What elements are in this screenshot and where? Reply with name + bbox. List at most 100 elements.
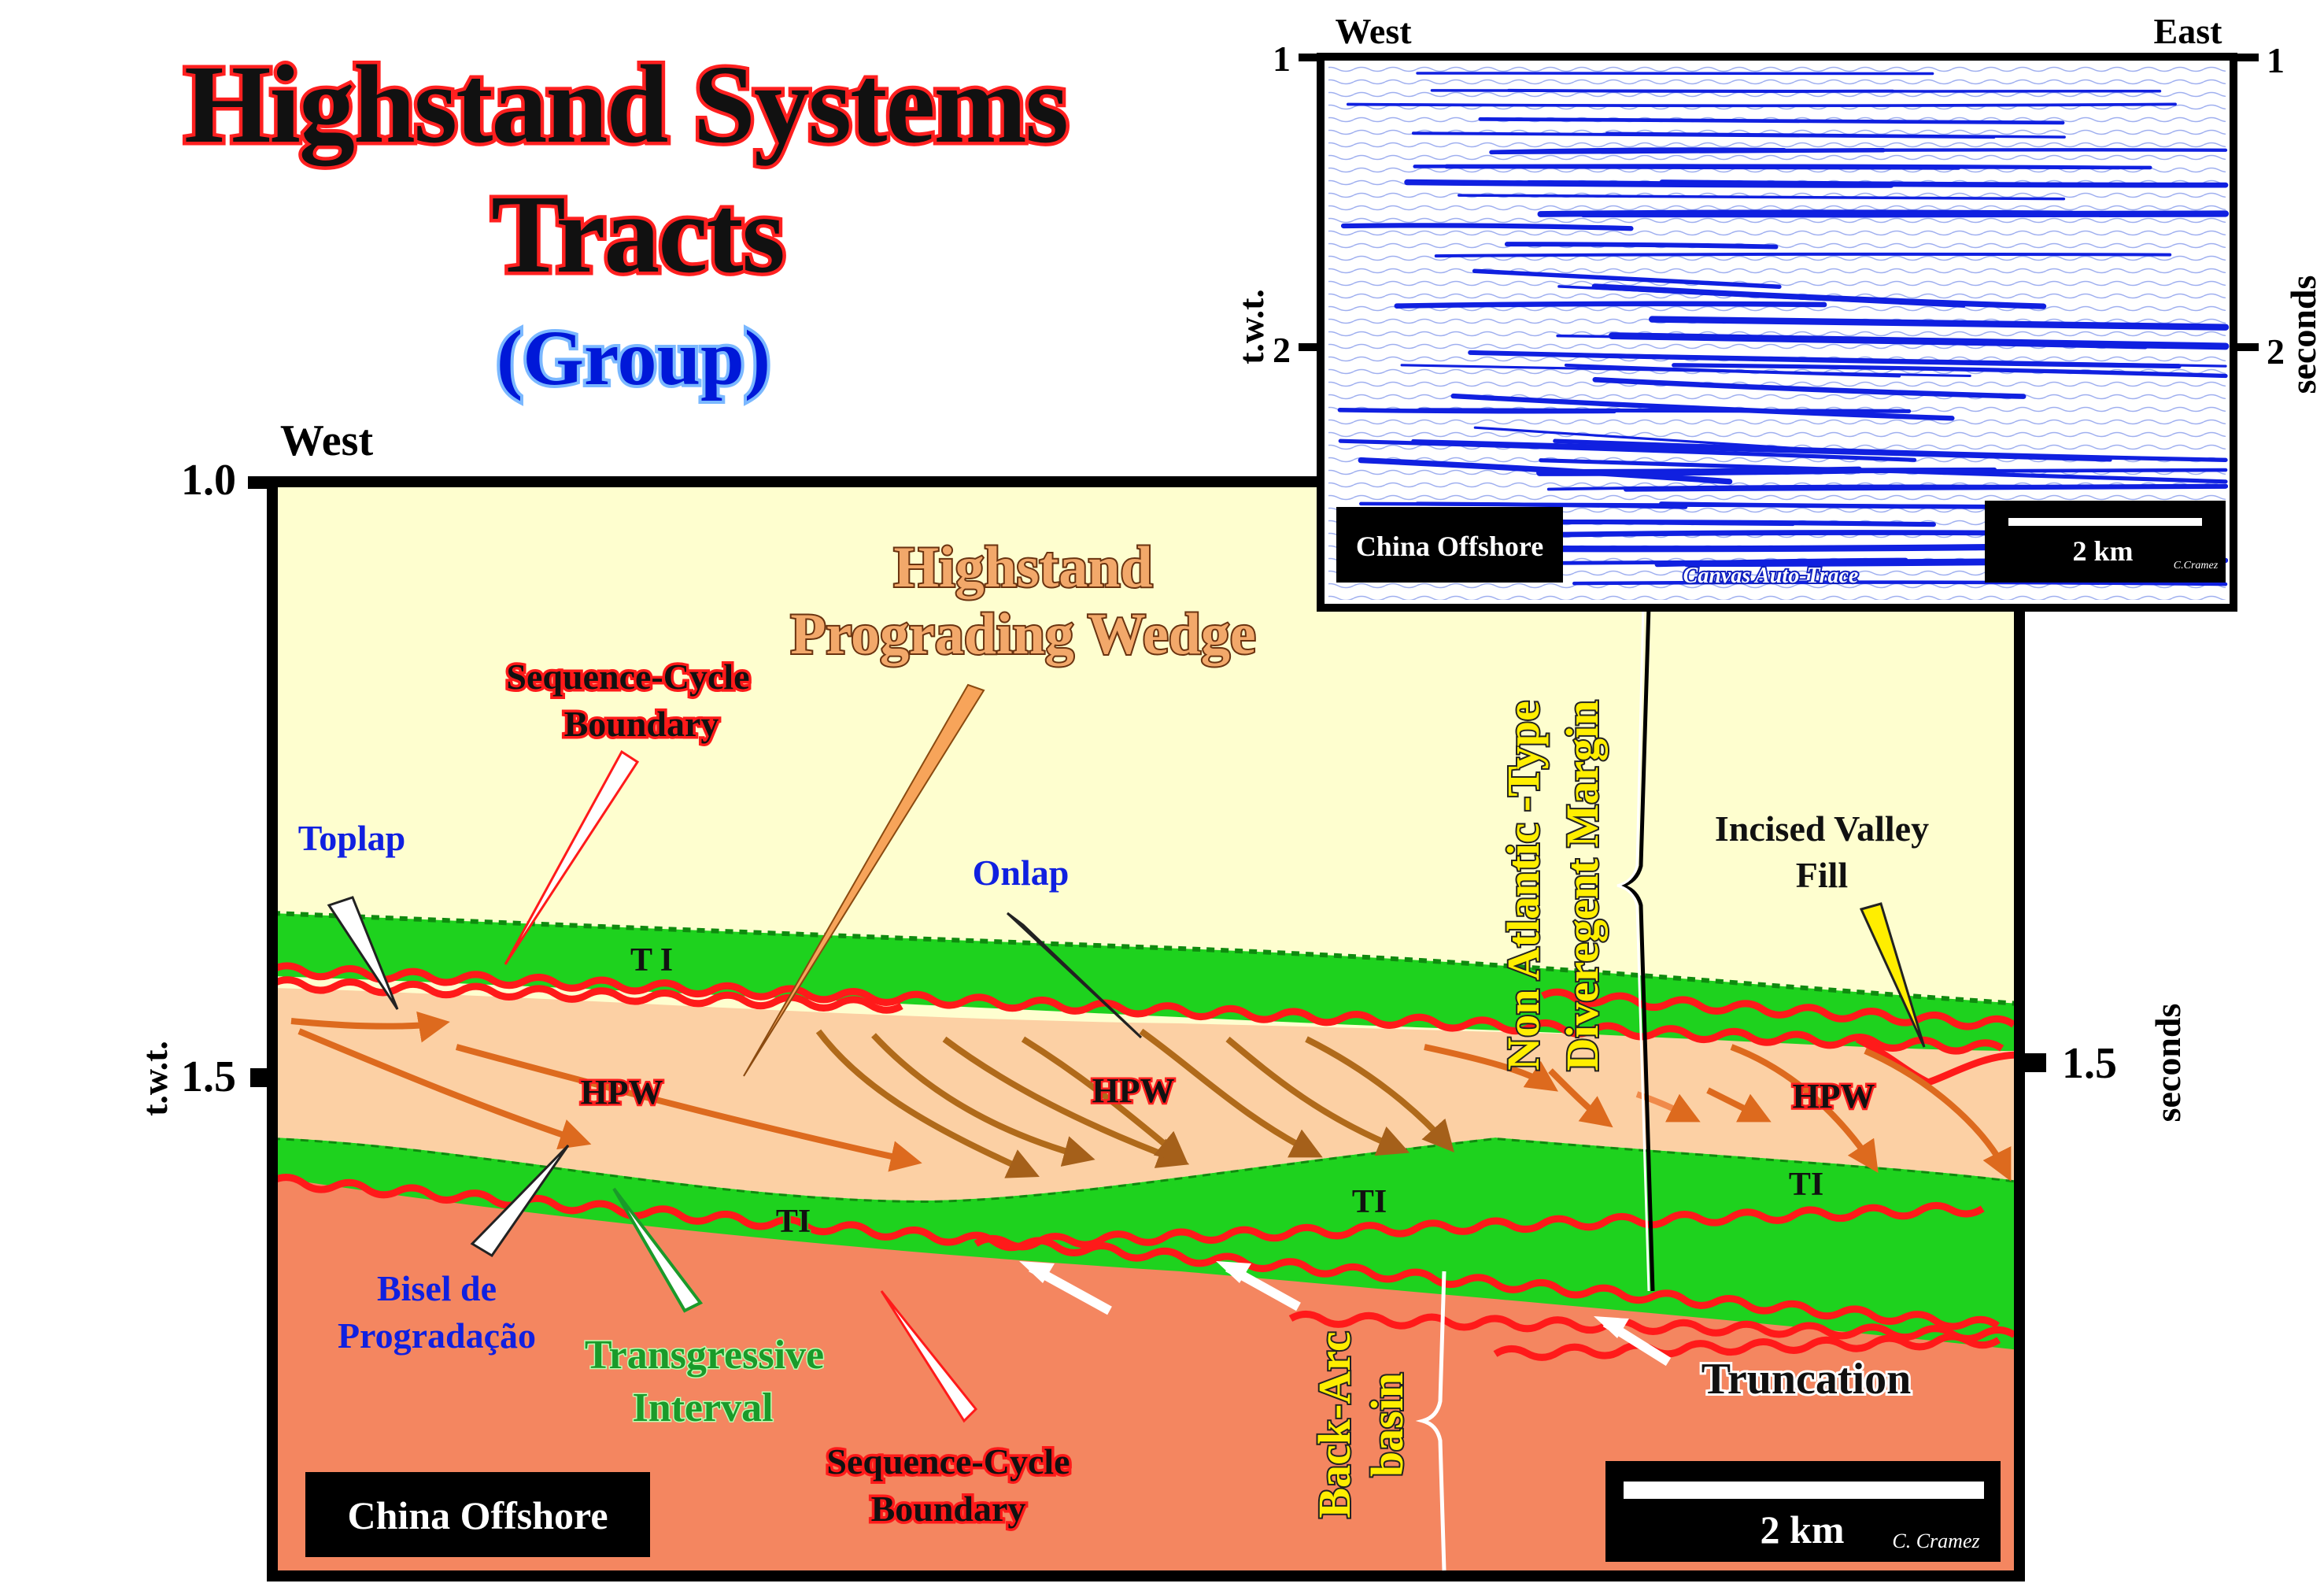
prograding-arrow-8 bbox=[1730, 1044, 1879, 1173]
seq-boundary-pointer-bottom bbox=[880, 1290, 978, 1423]
seismic-reflector bbox=[1394, 301, 1827, 309]
scale-label: 2 km bbox=[1761, 1507, 1845, 1552]
main-diagram: West 1.0 1.5 1.5 t.w.t. seconds Highstan… bbox=[135, 416, 2188, 1581]
label-seq-boundary-bot-2: Boundary bbox=[871, 1489, 1026, 1529]
seismic-reflector bbox=[1553, 438, 2228, 462]
seismic-reflector bbox=[1672, 363, 2228, 379]
inset-tick-2-right-label: 2 bbox=[2267, 331, 2285, 372]
credit-label: C. Cramez bbox=[1892, 1530, 1979, 1552]
seismic-reflector bbox=[1346, 102, 2177, 108]
seismic-reflector bbox=[1472, 268, 1782, 289]
onlap-pointer bbox=[1006, 912, 1143, 1039]
label-margin-2: Diveregent Margin bbox=[1557, 701, 1608, 1071]
main-west-label: West bbox=[280, 416, 374, 465]
truncation-arrowhead-2 bbox=[1216, 1261, 1251, 1283]
label-incised-2: Fill bbox=[1796, 855, 1848, 895]
seismic-reflector bbox=[1592, 376, 2027, 399]
truncation-arrowhead-1 bbox=[1019, 1261, 1055, 1283]
sequence-boundary-lower-4 bbox=[1493, 1333, 2001, 1361]
boundary-incised bbox=[1540, 988, 2016, 1030]
seismic-reflector bbox=[1502, 530, 2032, 538]
label-ti-upper: T I bbox=[630, 942, 673, 978]
inset-tick-2-left-label: 2 bbox=[1273, 330, 1291, 370]
toplap-pointer bbox=[327, 896, 399, 1010]
inset-tick-2-right bbox=[2233, 343, 2259, 351]
clinoform-1 bbox=[815, 1029, 1040, 1178]
label-transgressive-1: Transgressive bbox=[585, 1333, 824, 1378]
inset-y-axis-unit: seconds bbox=[2283, 276, 2323, 394]
label-seq-boundary-top-1: Sequence-Cycle bbox=[506, 657, 749, 697]
inset-tick-1-left bbox=[1299, 54, 1322, 61]
clinoform-4 bbox=[1021, 1036, 1188, 1163]
label-truncation: Truncation bbox=[1701, 1355, 1912, 1404]
seismic-reflector bbox=[1572, 580, 2228, 586]
label-ti-lower-left: TI bbox=[776, 1204, 811, 1240]
title-subtitle: (Group) bbox=[497, 314, 770, 401]
seismic-reflector bbox=[1504, 242, 1779, 250]
inset-scale-bar bbox=[2008, 518, 2202, 526]
clinoform-7 bbox=[1305, 1036, 1454, 1152]
scale-bar bbox=[1624, 1482, 1984, 1499]
label-margin-1: Non Atlantic -Type bbox=[1498, 701, 1549, 1070]
label-seq-boundary-top-2: Boundary bbox=[564, 704, 719, 744]
seismic-reflector bbox=[1478, 117, 2065, 125]
label-bisel-1: Bisel de bbox=[377, 1268, 497, 1308]
prograding-wedge bbox=[272, 988, 2019, 1200]
inset-location-label: China Offshore bbox=[1356, 531, 1543, 562]
seismic-reflector bbox=[1400, 364, 1971, 378]
prograding-arrow-7 bbox=[1706, 1087, 1772, 1123]
clinoform-5 bbox=[1139, 1028, 1323, 1158]
seismic-reflector bbox=[1580, 210, 2230, 218]
label-ti-lower-right: TI bbox=[1789, 1167, 1823, 1203]
label-back-arc-1: Back-Arc bbox=[1309, 1331, 1360, 1518]
prograding-arrow-1 bbox=[290, 1011, 450, 1043]
seismic-reflector bbox=[1487, 351, 2227, 368]
inset-location-box bbox=[1336, 507, 1563, 583]
title-line-1: Highstand Systems bbox=[184, 42, 1067, 166]
seismic-reflector bbox=[1605, 131, 2066, 139]
seismic-reflector bbox=[1434, 252, 2172, 258]
prograding-arrow-2 bbox=[297, 1028, 592, 1150]
sequence-boundary-lower bbox=[271, 1174, 2000, 1330]
main-tick-mid-left-label: 1.5 bbox=[181, 1052, 236, 1101]
seismic-reflector bbox=[1337, 407, 1616, 414]
label-highstand-2: Prograding Wedge bbox=[790, 602, 1255, 667]
title-line-2: Tracts bbox=[491, 172, 784, 296]
label-hpw-1: HPW bbox=[580, 1073, 663, 1112]
location-box bbox=[305, 1472, 650, 1557]
inset-tick-1-right-label: 1 bbox=[2267, 40, 2285, 80]
main-tick-mid-right-label: 1.5 bbox=[2062, 1039, 2117, 1088]
label-seq-boundary-bot-1: Sequence-Cycle bbox=[826, 1441, 1070, 1482]
inset-software-label: Canvas Auto-Trace bbox=[1683, 564, 1859, 588]
truncation-arrowhead-3 bbox=[1594, 1316, 1629, 1338]
transgressive-top-upper bbox=[272, 911, 2020, 1006]
margin-brace-white bbox=[1616, 605, 1650, 1292]
label-hpw-3: HPW bbox=[1792, 1077, 1875, 1115]
tick-left-mid bbox=[250, 1068, 274, 1087]
label-highstand-1: Highstand bbox=[893, 535, 1152, 600]
label-ti-lower-mid: TI bbox=[1352, 1184, 1387, 1220]
seismic-reflector bbox=[1489, 147, 1786, 155]
seismic-inset: West East 1 2 1 2 t.w.t. seconds China O… bbox=[1231, 11, 2323, 612]
incised-valley-floor bbox=[1855, 1035, 2020, 1086]
transgressive-pointer bbox=[612, 1187, 704, 1313]
main-y-axis-title: t.w.t. bbox=[135, 1041, 175, 1116]
tick-right-mid bbox=[2019, 1053, 2046, 1072]
basement-fill bbox=[272, 1173, 2019, 1576]
inset-tick-1-left-label: 1 bbox=[1273, 39, 1291, 79]
seismic-reflector bbox=[1546, 484, 2029, 491]
main-tick-top-label: 1.0 bbox=[181, 456, 236, 505]
inset-tick-2-left bbox=[1299, 343, 1322, 351]
sequence-boundary-upper-2 bbox=[270, 976, 903, 1014]
label-back-arc-2: basin bbox=[1362, 1373, 1413, 1477]
seismic-reflector bbox=[1413, 164, 2121, 170]
seismic-reflector bbox=[1557, 285, 1966, 308]
prograding-arrow-3 bbox=[455, 1044, 922, 1172]
label-incised-1: Incised Valley bbox=[1715, 808, 1929, 849]
label-hpw-2: HPW bbox=[1092, 1071, 1174, 1110]
inset-credit-label: C.Cramez bbox=[2174, 560, 2219, 572]
transgressive-band-upper bbox=[272, 913, 2019, 1051]
clinoform-3 bbox=[942, 1036, 1190, 1168]
location-label: China Offshore bbox=[347, 1493, 608, 1537]
